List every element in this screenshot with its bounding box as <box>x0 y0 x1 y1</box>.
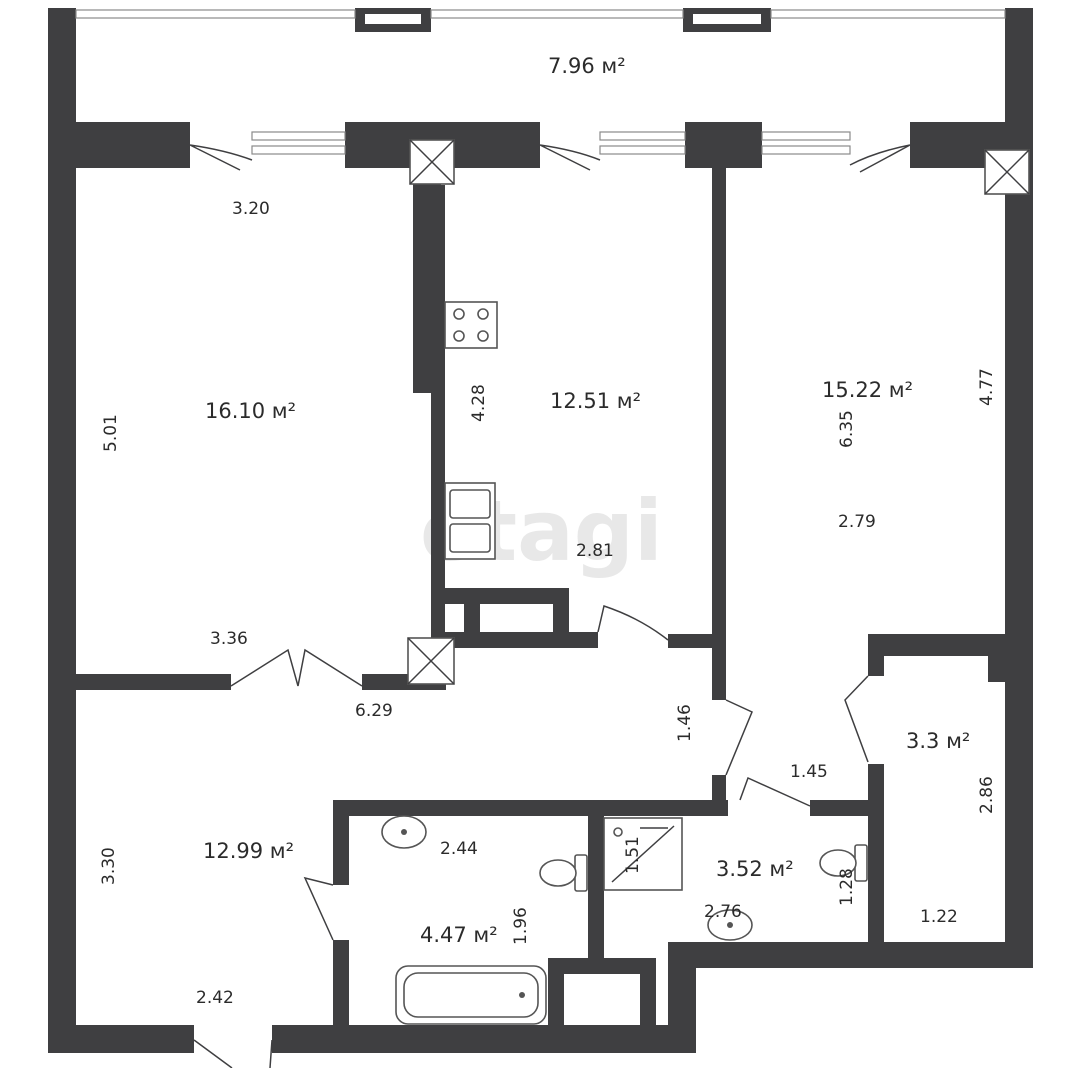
dim-label: 2.44 <box>440 839 478 859</box>
balcony-windows <box>75 9 1006 24</box>
dim-label: 3.30 <box>99 847 119 885</box>
bathtub-icon <box>395 965 547 1025</box>
dim-label: 1.51 <box>623 836 643 874</box>
dim-label: 6.29 <box>355 701 393 721</box>
dim-label: 6.35 <box>837 410 857 448</box>
kitchen-sink-icon <box>444 482 496 560</box>
hall-area: 12.99 м² <box>203 839 294 863</box>
dim-label: 2.86 <box>977 776 997 814</box>
vent-shaft <box>409 139 455 185</box>
toilet-icon <box>539 854 588 892</box>
kitchen-area: 12.51 м² <box>550 389 641 413</box>
dim-label: 1.45 <box>790 762 828 782</box>
dim-label: 2.76 <box>704 902 742 922</box>
bedroom-left-area: 16.10 м² <box>205 399 296 423</box>
bathroom-area: 4.47 м² <box>420 923 498 947</box>
interior-walls <box>48 168 1033 1030</box>
dim-label: 1.22 <box>920 907 958 927</box>
dim-label: 1.96 <box>511 907 531 945</box>
vent-shaft <box>984 149 1030 195</box>
dim-label: 4.28 <box>469 384 489 422</box>
dim-label: 2.81 <box>576 541 614 561</box>
dim-label: 3.20 <box>232 199 270 219</box>
shower-icon <box>603 817 683 891</box>
dim-label: 5.01 <box>101 414 121 452</box>
bedroom-right-area: 15.22 м² <box>822 378 913 402</box>
doors <box>189 144 911 1068</box>
dim-label: 2.42 <box>196 988 234 1008</box>
dim-label: 3.36 <box>210 629 248 649</box>
balcony-area: 7.96 м² <box>548 54 626 78</box>
dim-label: 1.28 <box>837 868 857 906</box>
vent-shaft <box>407 637 455 685</box>
toilet-area: 3.52 м² <box>716 857 794 881</box>
balcony-wall <box>48 122 1033 168</box>
bathroom-sink-icon <box>381 815 427 849</box>
dim-label: 2.79 <box>838 512 876 532</box>
wc-sink-icon <box>707 909 753 941</box>
dim-label: 4.77 <box>977 368 997 406</box>
dim-label: 1.46 <box>675 704 695 742</box>
wc-toilet-icon <box>819 844 868 882</box>
vent-shafts <box>407 139 1030 685</box>
closet-area: 3.3 м² <box>906 729 970 753</box>
stove-icon <box>444 301 498 349</box>
